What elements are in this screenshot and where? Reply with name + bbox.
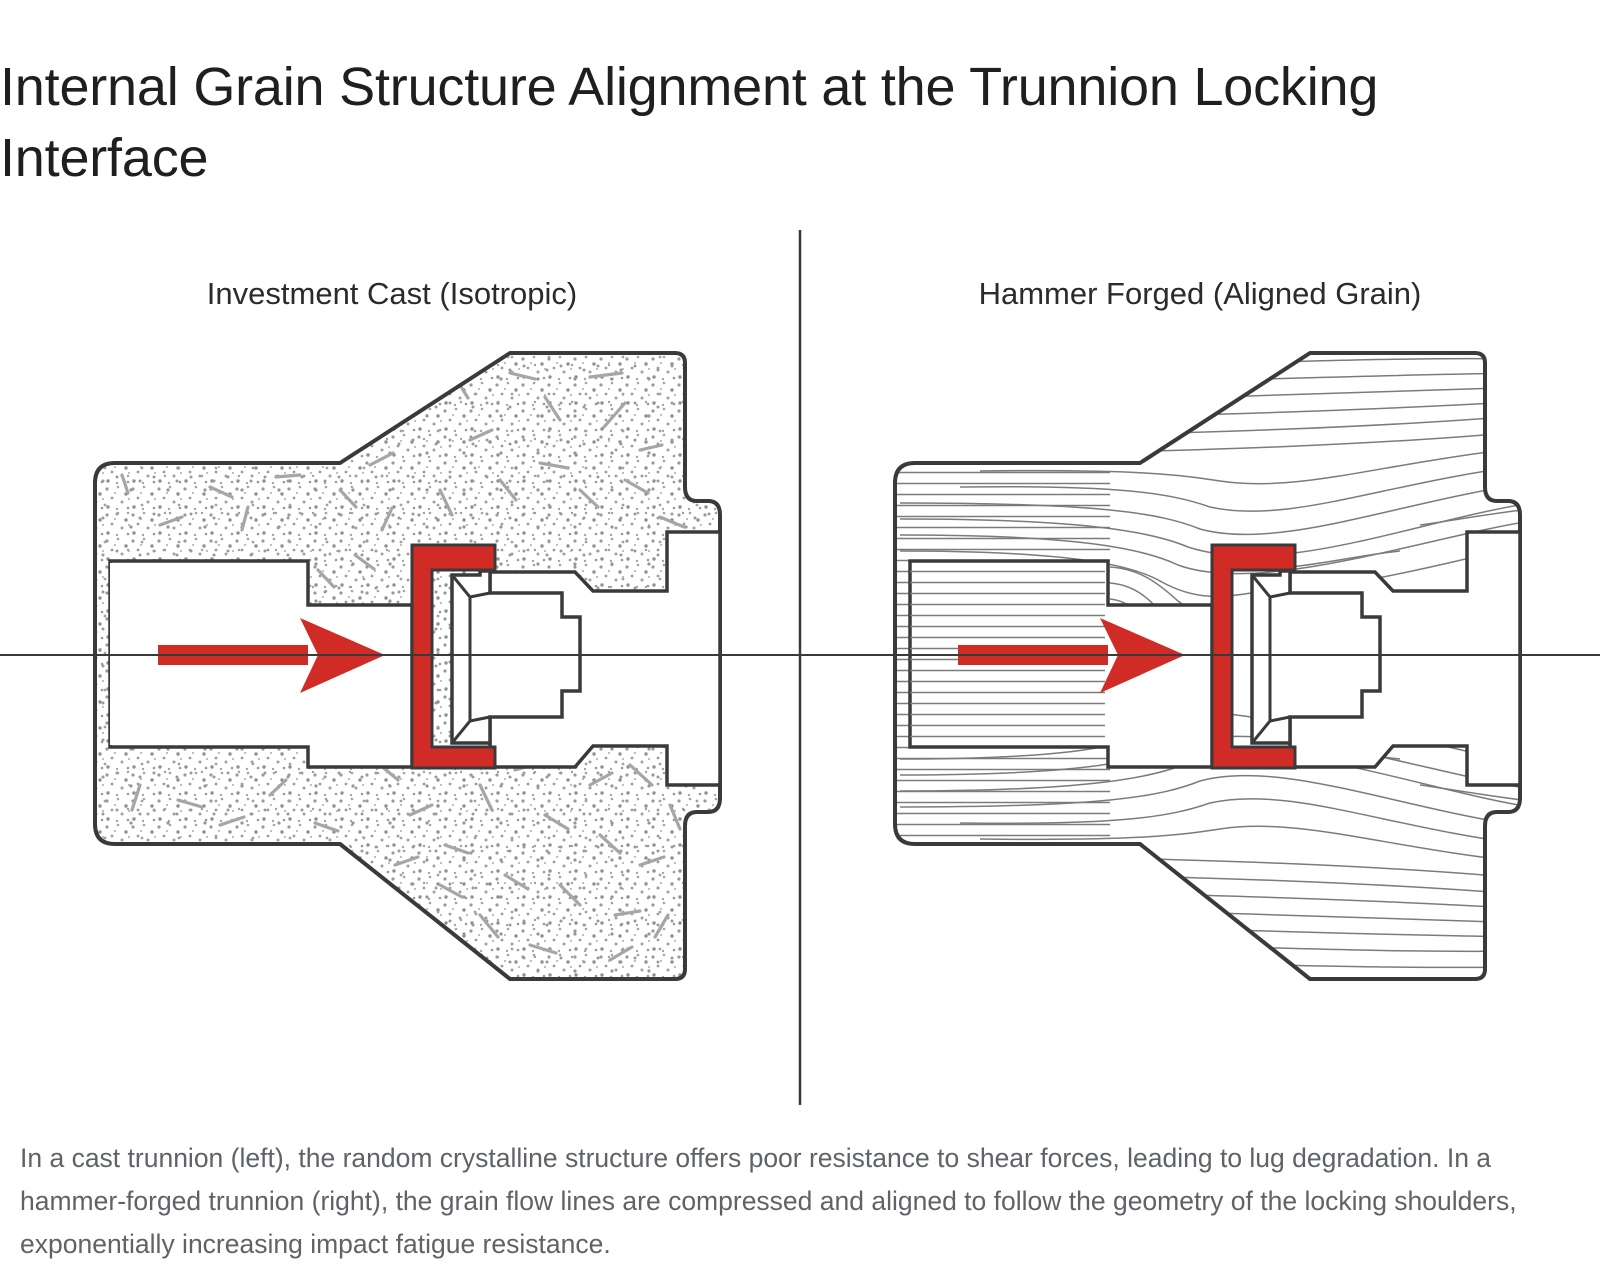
comparison-figure: Investment Cast (Isotropic) (0, 225, 1600, 1105)
figure-caption: In a cast trunnion (left), the random cr… (20, 1143, 1517, 1259)
cast-panel: Investment Cast (Isotropic) (93, 276, 722, 981)
cast-locking-lug (410, 543, 497, 770)
page-title: Internal Grain Structure Alignment at th… (0, 57, 1379, 188)
forged-panel-label: Hammer Forged (Aligned Grain) (979, 276, 1422, 311)
forged-locking-lug (1210, 543, 1297, 770)
forged-panel: Hammer Forged (Aligned Grain) (893, 276, 1522, 981)
cast-panel-label: Investment Cast (Isotropic) (207, 276, 577, 311)
figure-canvas: Investment Cast (Isotropic) (0, 230, 1600, 1105)
